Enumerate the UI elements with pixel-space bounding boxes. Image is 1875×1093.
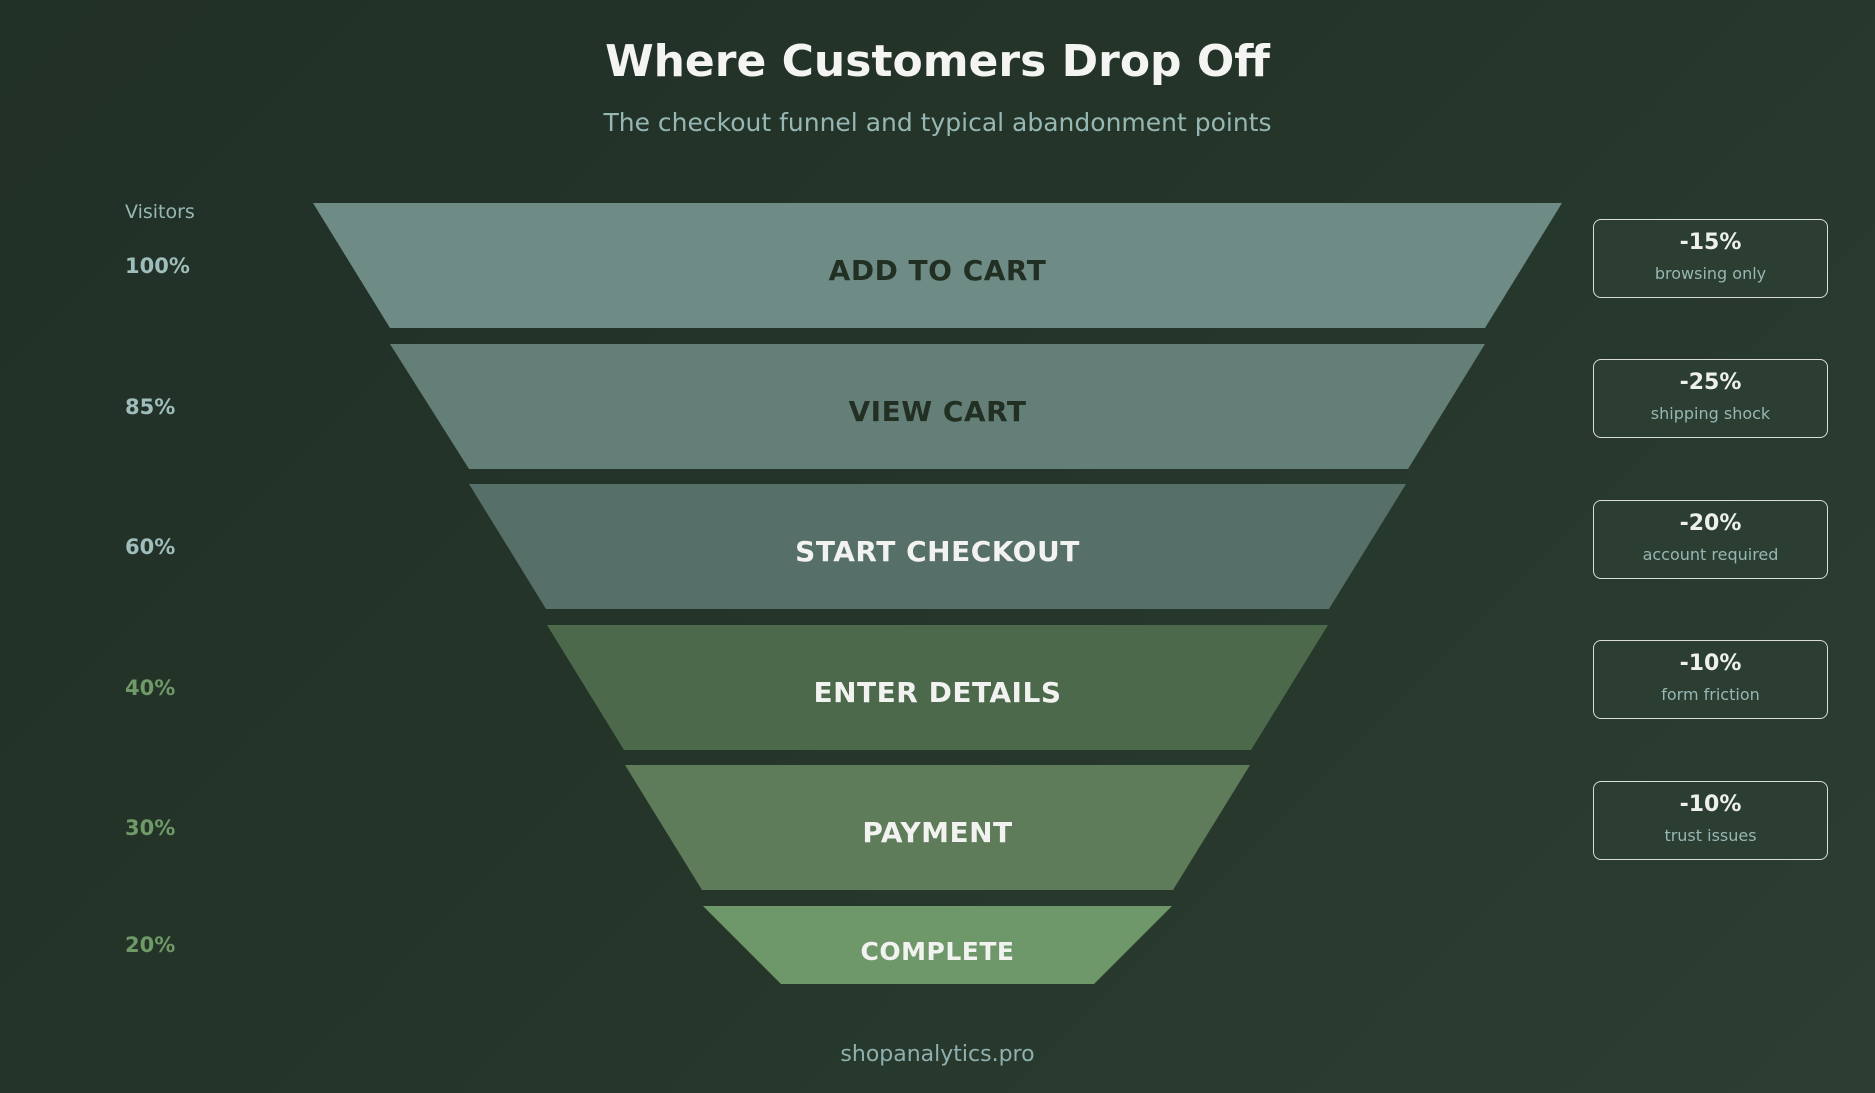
dropoff-callout-shipping-shock: -25% shipping shock bbox=[1593, 359, 1828, 438]
dropoff-percent: -15% bbox=[1679, 230, 1742, 255]
stage-label-view-cart: VIEW CART bbox=[848, 395, 1027, 428]
dropoff-reason: shipping shock bbox=[1650, 404, 1771, 423]
stage-label-payment: PAYMENT bbox=[862, 816, 1013, 849]
dropoff-callout-browsing-only: -15% browsing only bbox=[1593, 219, 1828, 298]
dropoff-reason: form friction bbox=[1661, 685, 1760, 704]
stage-label-complete: COMPLETE bbox=[860, 937, 1015, 966]
stage-percent-view-cart: 85% bbox=[125, 395, 176, 419]
visitors-axis-label: Visitors bbox=[125, 201, 195, 223]
stage-label-add-to-cart: ADD TO CART bbox=[828, 254, 1047, 287]
stage-percent-complete: 20% bbox=[125, 933, 176, 957]
funnel-segment-enter-details bbox=[547, 625, 1328, 750]
dropoff-reason: trust issues bbox=[1664, 826, 1757, 845]
funnel-segment-payment bbox=[625, 765, 1250, 890]
dropoff-callout-form-friction: -10% form friction bbox=[1593, 640, 1828, 719]
dropoff-percent: -10% bbox=[1679, 651, 1742, 676]
funnel-segment-complete bbox=[703, 906, 1172, 984]
dropoff-reason: account required bbox=[1642, 545, 1779, 564]
stage-percent-enter-details: 40% bbox=[125, 676, 176, 700]
funnel-segment-start-checkout bbox=[469, 484, 1406, 609]
funnel-segment-view-cart bbox=[390, 344, 1485, 469]
dropoff-reason: browsing only bbox=[1654, 264, 1767, 283]
dropoff-callout-trust-issues: -10% trust issues bbox=[1593, 781, 1828, 860]
dropoff-percent: -20% bbox=[1679, 511, 1742, 536]
stage-percent-payment: 30% bbox=[125, 816, 176, 840]
chart-subtitle: The checkout funnel and typical abandonm… bbox=[603, 108, 1272, 137]
stage-label-enter-details: ENTER DETAILS bbox=[813, 676, 1062, 709]
stage-percent-add-to-cart: 100% bbox=[125, 254, 190, 278]
chart-title: Where Customers Drop Off bbox=[605, 36, 1270, 87]
stage-percent-start-checkout: 60% bbox=[125, 535, 176, 559]
funnel-segment-add-to-cart bbox=[313, 203, 1562, 328]
footer-source: shopanalytics.pro bbox=[840, 1042, 1035, 1067]
stage-label-start-checkout: START CHECKOUT bbox=[795, 535, 1080, 568]
dropoff-callout-account-required: -20% account required bbox=[1593, 500, 1828, 579]
dropoff-percent: -10% bbox=[1679, 792, 1742, 817]
dropoff-percent: -25% bbox=[1679, 370, 1742, 395]
